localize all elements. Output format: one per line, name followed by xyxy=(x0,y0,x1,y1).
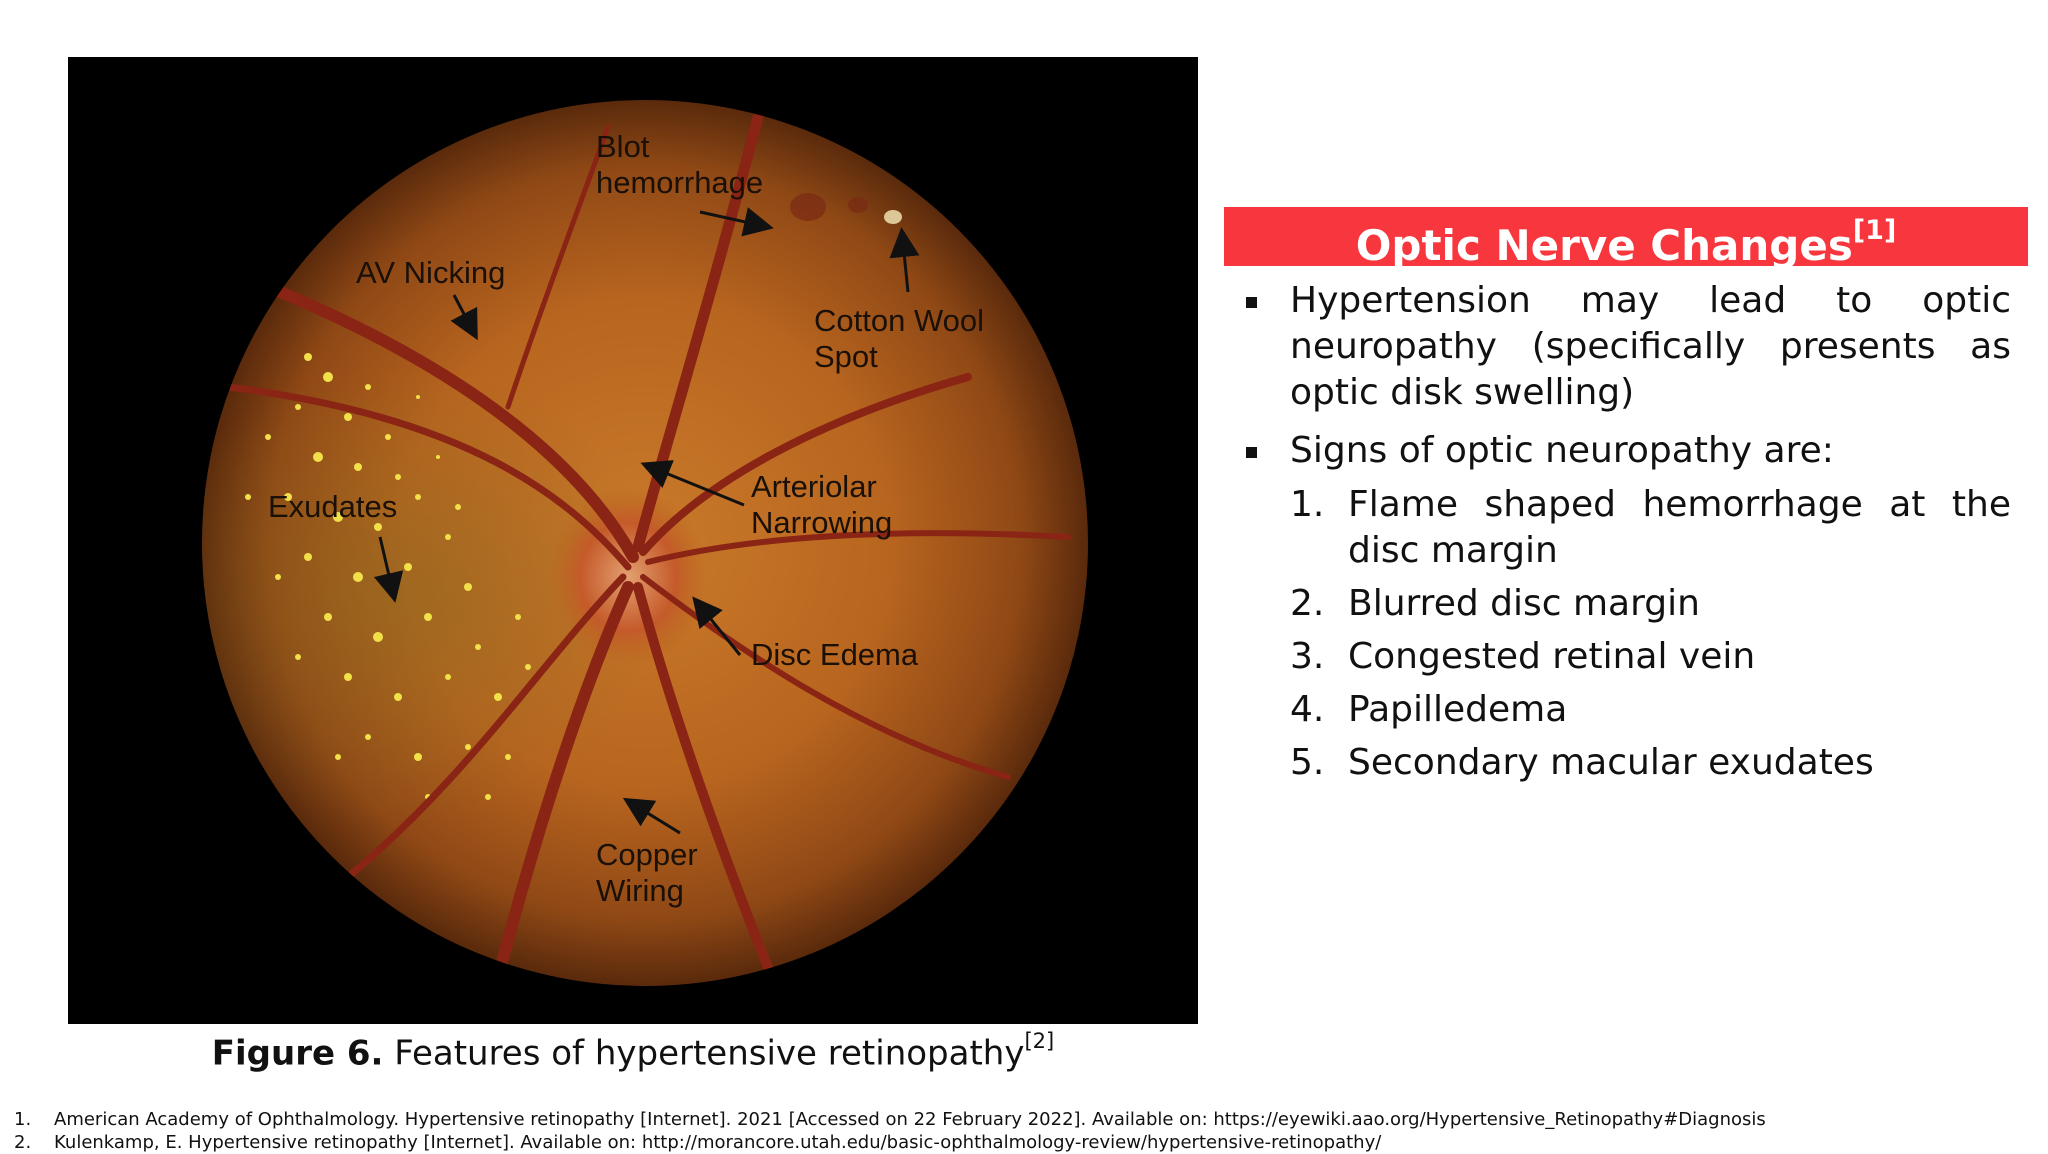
bullet-item: Hypertension may lead to optic neuropath… xyxy=(1238,278,2011,416)
label-arteriolar-1: Arteriolar xyxy=(751,469,877,504)
reference-text: American Academy of Ophthalmology. Hyper… xyxy=(54,1109,1766,1130)
bullet-item: Signs of optic neuropathy are: xyxy=(1238,428,2011,474)
arrow-blot xyxy=(699,207,774,237)
list-item: 3. Congested retinal vein xyxy=(1290,634,2011,680)
list-item: 5. Secondary macular exudates xyxy=(1290,740,2011,786)
label-cotton-wool-2: Spot xyxy=(814,339,878,374)
caption-ref: [2] xyxy=(1024,1029,1055,1053)
label-arteriolar-2: Narrowing xyxy=(751,505,892,540)
list-item: 2. Blurred disc margin xyxy=(1290,581,2011,627)
hemorrhage-spots xyxy=(790,193,868,221)
list-text: Flame shaped hemorrhage at the disc marg… xyxy=(1348,484,2011,571)
optic-disc xyxy=(548,487,708,667)
retinal-vessels xyxy=(224,111,1071,986)
label-blot-1: Blot xyxy=(596,129,650,164)
reference-item: 1. American Academy of Ophthalmology. Hyp… xyxy=(14,1108,2034,1131)
list-text: Blurred disc margin xyxy=(1348,583,1700,624)
label-exudates: Exudates xyxy=(268,489,397,524)
reference-number: 2. xyxy=(14,1132,32,1153)
caption-figure-number: Figure 6. xyxy=(211,1033,384,1074)
list-text: Congested retinal vein xyxy=(1348,636,1756,677)
list-number: 5. xyxy=(1290,742,1325,783)
figure-caption: Figure 6. Features of hypertensive retin… xyxy=(68,1029,1198,1074)
list-number: 2. xyxy=(1290,583,1325,624)
arrow-copper xyxy=(622,797,681,835)
reference-item: 2. Kulenkamp, E. Hypertensive retinopathy… xyxy=(14,1131,2034,1154)
label-blot-2: hemorrhage xyxy=(596,165,763,200)
content-panel: Hypertension may lead to optic neuropath… xyxy=(1238,278,2011,793)
list-item: 1. Flame shaped hemorrhage at the disc ma… xyxy=(1290,482,2011,574)
label-copper-1: Copper xyxy=(596,837,698,872)
label-copper-2: Wiring xyxy=(596,873,684,908)
list-number: 4. xyxy=(1290,689,1325,730)
square-bullet-icon xyxy=(1246,447,1257,458)
section-title: Optic Nerve Changes xyxy=(1355,221,1853,270)
label-cotton-wool-1: Cotton Wool xyxy=(814,303,984,338)
label-disc-edema: Disc Edema xyxy=(751,637,919,672)
arrow-cotton-wool xyxy=(889,227,920,293)
references: 1. American Academy of Ophthalmology. Hyp… xyxy=(14,1108,2034,1154)
fundus-figure: Blot hemorrhage AV Nicking Cotton Wool S… xyxy=(68,57,1198,1024)
bullet-text: Signs of optic neuropathy are: xyxy=(1290,430,1834,471)
square-bullet-icon xyxy=(1246,297,1257,308)
figure-arrows xyxy=(373,207,920,835)
figure-labels: Blot hemorrhage AV Nicking Cotton Wool S… xyxy=(268,129,984,908)
fundus-photo: Blot hemorrhage AV Nicking Cotton Wool S… xyxy=(202,100,1088,986)
section-title-ref: [1] xyxy=(1852,215,1897,246)
list-text: Secondary macular exudates xyxy=(1348,742,1874,783)
section-header: Optic Nerve Changes[1] xyxy=(1224,207,2028,270)
exudates-cluster xyxy=(245,353,531,800)
list-text: Papilledema xyxy=(1348,689,1568,730)
label-av-nicking: AV Nicking xyxy=(356,255,505,290)
arrow-arteriolar xyxy=(640,460,745,507)
arrow-exudates xyxy=(373,536,404,603)
arrow-av-nicking xyxy=(450,294,478,341)
list-number: 3. xyxy=(1290,636,1325,677)
cotton-wool-spot xyxy=(884,210,902,224)
caption-text: Features of hypertensive retinopathy xyxy=(383,1033,1025,1074)
arrow-disc-edema xyxy=(692,596,742,656)
reference-text: Kulenkamp, E. Hypertensive retinopathy [… xyxy=(54,1132,1382,1153)
list-item: 4. Papilledema xyxy=(1290,687,2011,733)
signs-list: 1. Flame shaped hemorrhage at the disc ma… xyxy=(1238,482,2011,786)
reference-number: 1. xyxy=(14,1109,32,1130)
list-number: 1. xyxy=(1290,484,1325,525)
bullet-text: Hypertension may lead to optic neuropath… xyxy=(1290,280,2011,413)
